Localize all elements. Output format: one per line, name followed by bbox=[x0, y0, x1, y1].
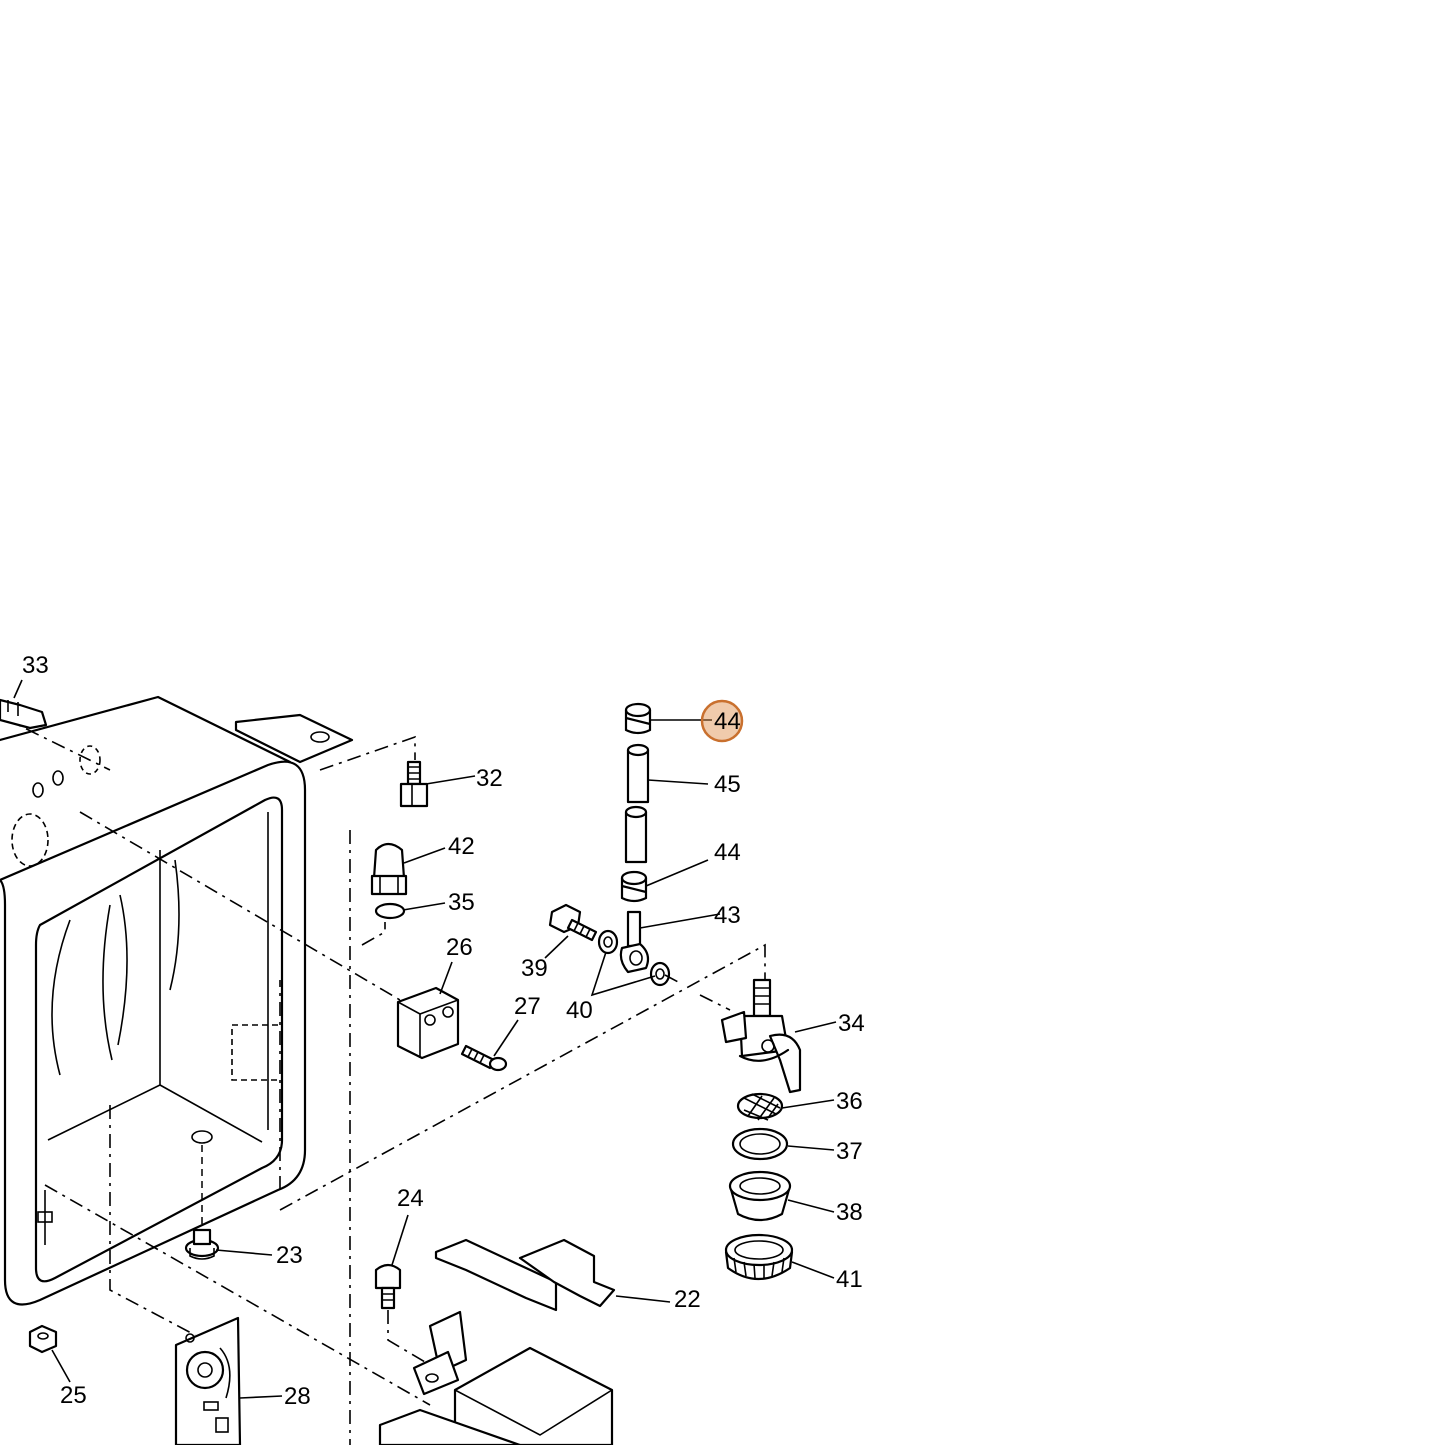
label-42: 42 bbox=[448, 833, 475, 860]
part-44-upper bbox=[624, 702, 652, 735]
part-28 bbox=[174, 1316, 242, 1445]
label-44-upper: 44 bbox=[714, 708, 741, 735]
part-43 bbox=[619, 910, 650, 974]
part-42 bbox=[370, 842, 408, 896]
part-33 bbox=[0, 698, 48, 730]
part-38 bbox=[728, 1170, 792, 1222]
part-23 bbox=[184, 1228, 220, 1260]
label-27: 27 bbox=[514, 993, 541, 1020]
leader-lines bbox=[13, 679, 837, 1399]
label-45: 45 bbox=[714, 771, 741, 798]
assembly-center-lines bbox=[0, 715, 766, 1445]
label-37: 37 bbox=[836, 1138, 863, 1165]
part-37 bbox=[731, 1127, 789, 1161]
part-44-lower bbox=[620, 870, 648, 903]
label-34: 34 bbox=[838, 1010, 865, 1037]
highlight-callout-44[interactable] bbox=[700, 699, 744, 743]
label-43: 43 bbox=[714, 902, 741, 929]
label-25: 25 bbox=[60, 1382, 87, 1409]
label-35: 35 bbox=[448, 889, 475, 916]
part-22 bbox=[412, 1238, 616, 1396]
label-39: 39 bbox=[521, 955, 548, 982]
part-39 bbox=[548, 903, 598, 942]
part-36 bbox=[736, 1092, 784, 1121]
housing-frame bbox=[0, 695, 307, 1306]
part-34 bbox=[720, 978, 802, 1094]
part-24 bbox=[374, 1263, 402, 1310]
part-40 bbox=[597, 929, 671, 987]
label-22: 22 bbox=[674, 1286, 701, 1313]
top-bracket bbox=[234, 713, 354, 764]
label-40: 40 bbox=[566, 997, 593, 1024]
label-26: 26 bbox=[446, 934, 473, 961]
label-38: 38 bbox=[836, 1199, 863, 1226]
part-32 bbox=[399, 760, 429, 808]
label-33: 33 bbox=[22, 652, 49, 679]
part-26 bbox=[396, 986, 460, 1060]
part-labels: 33 32 42 35 26 27 39 40 43 44 45 44 34 3… bbox=[22, 652, 865, 1410]
part-25 bbox=[28, 1324, 58, 1354]
label-23: 23 bbox=[276, 1242, 303, 1269]
part-35 bbox=[374, 902, 406, 920]
label-44-lower: 44 bbox=[714, 839, 741, 866]
label-24: 24 bbox=[397, 1185, 424, 1212]
label-41: 41 bbox=[836, 1266, 863, 1293]
label-36: 36 bbox=[836, 1088, 863, 1115]
part-45 bbox=[624, 743, 650, 864]
lower-housing-box bbox=[378, 1346, 614, 1445]
part-41 bbox=[724, 1233, 794, 1280]
label-32: 32 bbox=[476, 765, 503, 792]
label-28: 28 bbox=[284, 1383, 311, 1410]
part-27 bbox=[460, 1044, 508, 1072]
